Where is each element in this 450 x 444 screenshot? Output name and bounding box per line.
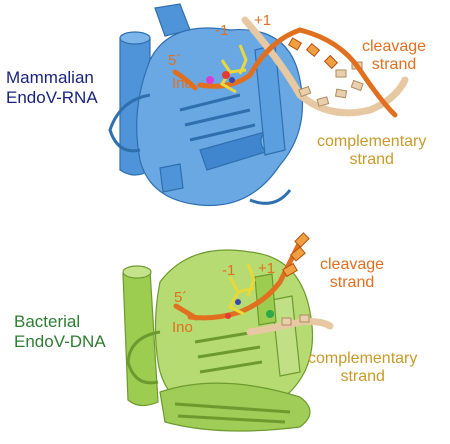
mammalian-minus1-label: -1	[215, 22, 229, 39]
bacterial-five-prime-label: 5´	[174, 289, 188, 306]
mammalian-complementary-line1: complementary	[317, 133, 427, 150]
bacterial-cleavage-line1: cleavage	[320, 256, 385, 273]
mammalian-ino-label: Ino	[172, 75, 193, 92]
mammalian-complementary-line2: strand	[349, 151, 394, 169]
bacterial-cleavage-strand	[173, 232, 310, 321]
mammalian-plus1-label: +1	[254, 12, 272, 29]
bacterial-panel: Bacterial EndoV-DNA cleavage strand comp…	[0, 222, 450, 444]
bacterial-structure-image	[122, 232, 334, 432]
bacterial-system-line1: Bacterial	[14, 312, 81, 331]
mammalian-system-label: Mammalian EndoV-RNA	[6, 68, 98, 107]
mammalian-structure-image	[108, 3, 409, 207]
mammalian-cleavage-line2: strand	[371, 56, 417, 74]
mammalian-cleavage-strand	[172, 27, 398, 118]
mammalian-cleavage-strand-label: cleavage strand	[362, 38, 426, 75]
bacterial-cleavage-line2: strand	[329, 274, 375, 292]
mammalian-system-line1: Mammalian	[6, 68, 94, 87]
mammalian-protein	[108, 3, 304, 207]
bacterial-ino-label: Ino	[172, 319, 193, 336]
bacterial-active-site	[225, 263, 274, 319]
bacterial-complementary-line2: strand	[340, 368, 385, 386]
bacterial-complementary-line1: complementary	[308, 350, 418, 367]
mammalian-panel: Mammalian EndoV-RNA cleavage strand comp…	[6, 3, 426, 207]
mammalian-five-prime-label: 5´	[168, 52, 182, 69]
mammalian-complementary-strand-label: complementary strand	[317, 133, 426, 170]
bacterial-system-line2: EndoV-DNA	[14, 331, 106, 351]
bacterial-system-label: Bacterial EndoV-DNA	[14, 312, 106, 351]
mammalian-system-line2: EndoV-RNA	[6, 87, 98, 107]
bacterial-complementary-strand	[246, 314, 334, 336]
mammalian-active-site	[206, 44, 248, 94]
bacterial-minus1-label: -1	[222, 262, 236, 279]
mammalian-cleavage-line1: cleavage	[362, 38, 427, 55]
bacterial-plus1-label: +1	[258, 260, 276, 277]
bacterial-complementary-strand-label: complementary strand	[308, 350, 417, 387]
bacterial-cleavage-strand-label: cleavage strand	[320, 256, 384, 293]
